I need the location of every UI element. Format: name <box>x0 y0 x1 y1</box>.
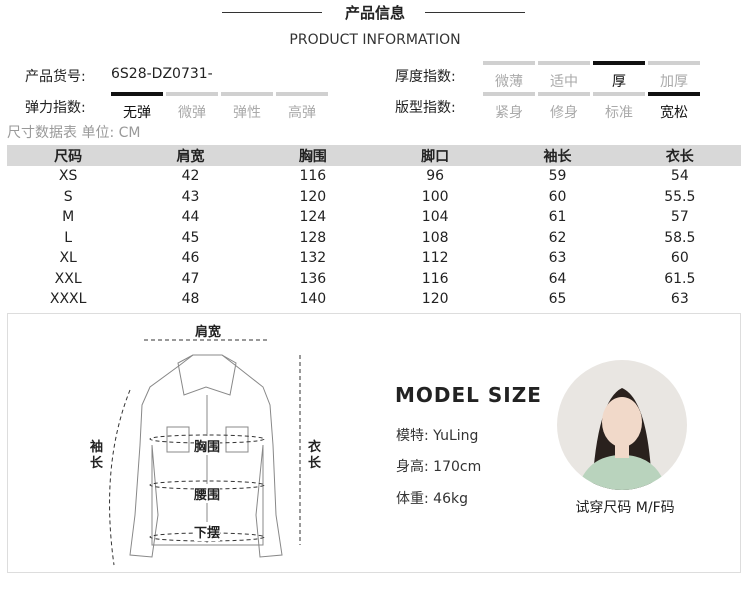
table-cell: 62 <box>548 229 567 246</box>
fit-option: 标准 <box>593 92 645 122</box>
table-cell: 54 <box>670 168 689 185</box>
table-row: XXL 47 136 116 64 61.5 <box>7 269 741 290</box>
item-no: 6S28-DZ0731- <box>111 66 213 82</box>
table-cell: 136 <box>299 270 327 287</box>
table-cell: 61.5 <box>664 270 696 287</box>
table-cell: 60 <box>548 188 567 205</box>
item-no-label: 产品货号: <box>25 69 86 85</box>
table-cell: 116 <box>299 168 327 185</box>
jacket-diagram <box>109 339 301 566</box>
column-header: 衣长 <box>618 145 741 166</box>
model-panel <box>7 313 741 573</box>
table-cell: 63 <box>670 291 689 308</box>
table-cell: 55.5 <box>664 188 696 205</box>
column-header: 胸围 <box>251 145 374 166</box>
column-header: 脚口 <box>373 145 497 166</box>
table-cell: 132 <box>299 250 327 267</box>
table-cell: 64 <box>548 270 567 287</box>
column-header: 尺码 <box>7 145 130 166</box>
table-cell: 47 <box>181 270 200 287</box>
table-cell: L <box>64 229 73 246</box>
thickness-option: 适中 <box>538 61 590 91</box>
table-cell: 120 <box>421 291 449 308</box>
table-cell: 59 <box>548 168 567 185</box>
model-height: 身高: 170cm <box>396 459 482 475</box>
column-header: 肩宽 <box>129 145 252 166</box>
length-label: 衣长 <box>308 440 322 471</box>
column-header: 袖长 <box>496 145 619 166</box>
table-cell: 63 <box>548 250 567 267</box>
table-cell: 45 <box>181 229 200 246</box>
table-cell: 104 <box>421 209 449 226</box>
table-cell: 60 <box>670 250 689 267</box>
chest-label: 胸围 <box>194 436 221 455</box>
table-row: S 43 120 100 60 55.5 <box>7 187 741 208</box>
unit-label: 尺寸数据表 单位: CM <box>7 125 141 141</box>
table-row: L 45 128 108 62 58.5 <box>7 228 741 249</box>
thickness-option: 微薄 <box>483 61 535 91</box>
table-row: XS 42 116 96 59 54 <box>7 166 741 187</box>
fit-label: 版型指数: <box>395 100 456 116</box>
elasticity-option: 微弹 <box>166 92 218 122</box>
table-cell: XS <box>58 168 78 185</box>
table-cell: XXL <box>54 270 82 287</box>
thickness-option: 厚 <box>593 61 645 91</box>
hem-label: 下摆 <box>194 522 221 541</box>
divider <box>425 12 525 13</box>
waist-label: 腰围 <box>194 484 221 503</box>
table-cell: 108 <box>421 229 449 246</box>
table-cell: 43 <box>181 188 200 205</box>
table-cell: XXXL <box>49 291 87 308</box>
fit-option: 紧身 <box>483 92 535 122</box>
model-size-title: MODEL SIZE <box>395 383 542 407</box>
sleeve-label: 袖长 <box>90 440 104 471</box>
table-cell: 61 <box>548 209 567 226</box>
table-cell: S <box>63 188 73 205</box>
table-cell: 65 <box>548 291 567 308</box>
shoulder-label: 肩宽 <box>195 325 222 340</box>
table-cell: 140 <box>299 291 327 308</box>
table-cell: 57 <box>670 209 689 226</box>
fit-option: 修身 <box>538 92 590 122</box>
table-cell: XL <box>59 250 77 267</box>
table-cell: 58.5 <box>664 229 696 246</box>
thickness-label: 厚度指数: <box>395 69 456 85</box>
table-cell: 46 <box>181 250 200 267</box>
table-cell: 116 <box>421 270 449 287</box>
table-cell: 120 <box>299 188 327 205</box>
elasticity-option: 无弹 <box>111 92 163 122</box>
table-row: XXXL 48 140 120 65 63 <box>7 289 741 310</box>
model-weight: 体重: 46kg <box>396 491 468 507</box>
divider <box>222 12 322 13</box>
table-cell: 100 <box>421 188 449 205</box>
model-name: 模特: YuLing <box>396 428 479 444</box>
elasticity-option: 高弹 <box>276 92 328 122</box>
table-cell: 128 <box>299 229 327 246</box>
table-cell: 124 <box>299 209 327 226</box>
model-fit-caption: 试穿尺码 M/F码 <box>575 500 675 516</box>
table-cell: 42 <box>181 168 200 185</box>
table-cell: 48 <box>181 291 200 308</box>
model-photo <box>557 360 687 490</box>
thickness-option: 加厚 <box>648 61 700 91</box>
elasticity-option: 弹性 <box>221 92 273 122</box>
section-subtitle: PRODUCT INFORMATION <box>289 32 461 48</box>
fit-option: 宽松 <box>648 92 700 122</box>
table-cell: M <box>62 209 75 226</box>
table-row: XL 46 132 112 63 60 <box>7 248 741 269</box>
section-title: 产品信息 <box>344 4 405 22</box>
table-cell: 112 <box>421 250 449 267</box>
table-cell: 96 <box>426 168 445 185</box>
table-cell: 44 <box>181 209 200 226</box>
elasticity-label: 弹力指数: <box>25 100 86 116</box>
table-row: M 44 124 104 61 57 <box>7 207 741 228</box>
